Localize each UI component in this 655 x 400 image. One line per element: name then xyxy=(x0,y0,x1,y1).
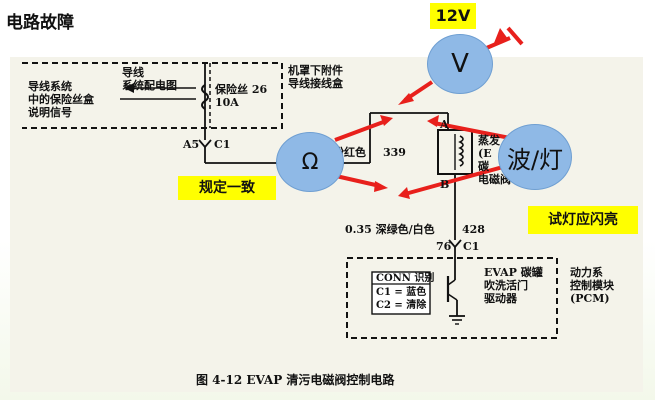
ohm-note-callout: 规定一致 xyxy=(178,176,276,200)
junction-box-line-1: 机罩下附件 xyxy=(288,64,343,77)
fuse-block-box xyxy=(22,62,283,129)
wire-428-number: 428 xyxy=(462,223,485,236)
solenoid-text-3: 碳 xyxy=(478,160,489,173)
wiring-diagram-ref: 导线 系统配电图 xyxy=(122,66,177,92)
figure-caption: 图 4-12 EVAP 清污电磁阀控制电路 xyxy=(196,373,395,387)
arrowhead-b-icon xyxy=(398,187,410,199)
conn-table-row-1: C1 = 蓝色 xyxy=(376,287,427,298)
top-connector-icon xyxy=(198,139,212,149)
fuse-block-left-line-1: 导线系统 xyxy=(28,80,72,93)
testlight-note-callout: 试灯应闪亮 xyxy=(528,206,638,234)
solenoid-coil-icon xyxy=(458,135,464,167)
solenoid-text-2: (E xyxy=(478,147,492,160)
fuse-block-left-line-2: 中的保险丝盒 xyxy=(28,93,94,106)
scope-testlight-label: 波/灯 xyxy=(506,145,564,174)
fuse-block-left-text: 导线系统 中的保险丝盒 说明信号 xyxy=(28,80,94,119)
page-title: 电路故障 xyxy=(6,13,74,33)
fuse-icon xyxy=(201,84,209,110)
conn-table-row-2: C2 = 清除 xyxy=(376,300,427,311)
fuse-block-left-line-3: 说明信号 xyxy=(28,106,72,119)
solenoid-pin-b: B xyxy=(440,178,450,191)
bottom-connector-right: C1 xyxy=(463,240,480,253)
arrowhead-339-icon xyxy=(380,115,393,126)
arrow-scope-to-b xyxy=(404,163,511,196)
reference-arrow-icon xyxy=(124,83,134,93)
conn-table-header: CONN 识别 xyxy=(376,273,435,284)
voltmeter-bubble: V xyxy=(427,34,493,94)
wiring-ref-line-1: 导线 xyxy=(122,66,144,79)
scope-testlight-bubble: 波/灯 xyxy=(498,124,572,190)
pcm-line-3: (PCM) xyxy=(570,292,610,305)
pcm-box xyxy=(346,257,558,339)
arrow-ohm-to-428 xyxy=(335,174,381,188)
bottom-connector-left: 76 xyxy=(436,240,452,253)
fuse-rating: 10A xyxy=(215,96,239,109)
junction-box-line-2: 导线接线盒 xyxy=(288,77,343,90)
arrowhead-voltmeter-icon xyxy=(398,93,414,105)
solenoid-text: 蒸发 (E 碳 电磁阀 xyxy=(478,134,511,186)
top-connector-right: C1 xyxy=(214,138,231,151)
arrow-scope-to-a xyxy=(433,121,511,140)
solenoid-text-4: 电磁阀 xyxy=(478,173,511,186)
arrowhead-a-icon xyxy=(427,115,439,127)
solenoid-pin-a: A xyxy=(440,118,449,131)
arrowhead-12v-icon xyxy=(494,28,508,43)
arrow-ohm-to-339 xyxy=(334,119,387,142)
solenoid-text-1: 蒸发 xyxy=(478,134,500,147)
arrowhead-428-icon xyxy=(374,181,388,192)
driver-line-1: EVAP 碳罐 xyxy=(484,266,543,279)
driver-text: EVAP 碳罐 吹洗活门 驱动器 xyxy=(484,266,543,305)
wire-339-number: 339 xyxy=(383,146,406,159)
voltage-callout: 12V xyxy=(430,3,476,29)
fuse-label: 保险丝 26 xyxy=(215,83,268,96)
driver-line-2: 吹洗活门 xyxy=(484,279,528,292)
ohmmeter-symbol: Ω xyxy=(301,149,319,175)
pcm-line-2: 控制模块 xyxy=(570,279,614,292)
pcm-line-1: 动力系 xyxy=(570,266,603,279)
ohmmeter-bubble: Ω xyxy=(276,132,344,192)
top-connector-left: A5 xyxy=(183,138,200,151)
driver-line-3: 驱动器 xyxy=(484,292,517,305)
junction-box-text: 机罩下附件 导线接线盒 xyxy=(288,64,343,90)
voltmeter-symbol: V xyxy=(451,49,469,79)
pcm-module-text: 动力系 控制模块 (PCM) xyxy=(570,266,614,305)
wire-428-color: 0.35 深绿色/白色 xyxy=(345,223,435,236)
conn-table xyxy=(371,271,431,315)
wiring-ref-line-2: 系统配电图 xyxy=(122,79,177,92)
